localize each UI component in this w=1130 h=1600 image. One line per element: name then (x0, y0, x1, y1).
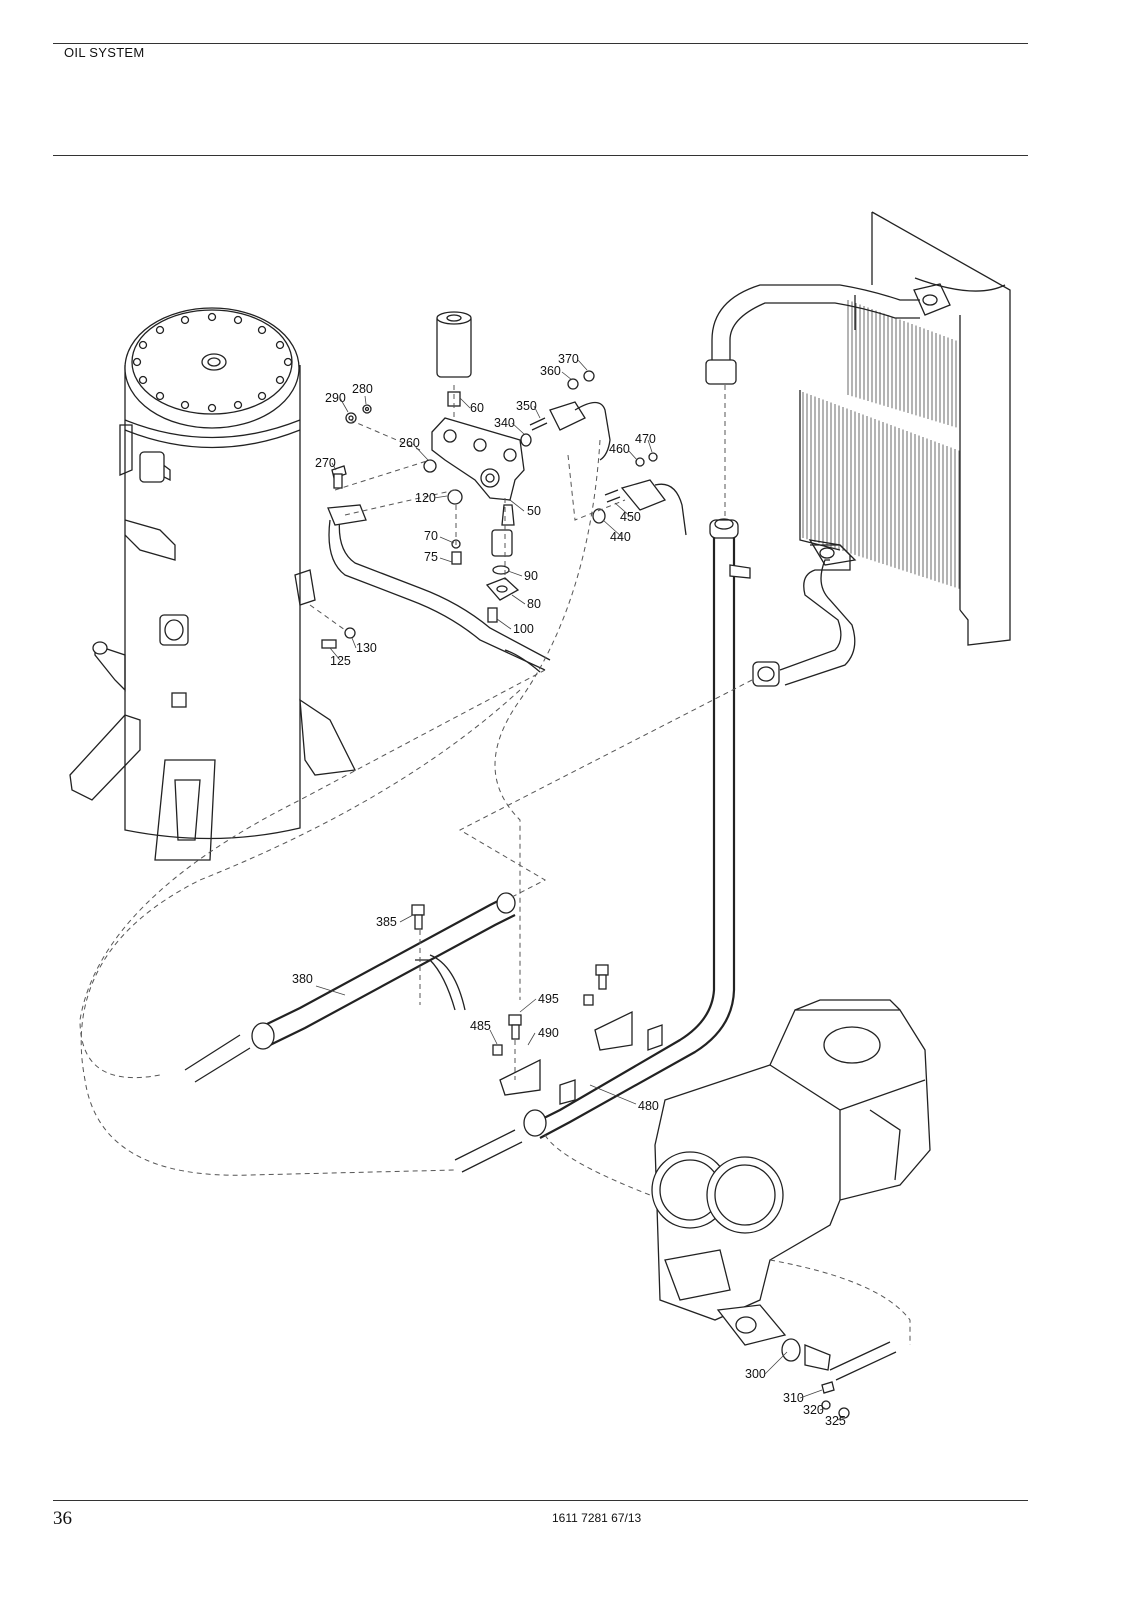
callout-90: 90 (524, 569, 538, 583)
cooler-upper-pipe (705, 283, 951, 385)
callout-360: 360 (540, 364, 561, 378)
oil-filter-housing (431, 391, 525, 557)
callout-490: 490 (538, 1026, 559, 1040)
callout-120: 120 (415, 491, 436, 505)
vessel-cover-bolts (132, 312, 293, 413)
callout-60: 60 (470, 401, 484, 415)
callout-320: 320 (803, 1403, 824, 1417)
pipe-380 (251, 892, 516, 1050)
callout-460: 460 (609, 442, 630, 456)
callout-80: 80 (527, 597, 541, 611)
separator-outlet-pipe (327, 504, 551, 673)
section-title: OIL SYSTEM (64, 45, 145, 60)
header-bottom-rule (53, 155, 1028, 156)
callout-300: 300 (745, 1367, 766, 1381)
callout-485: 485 (470, 1019, 491, 1033)
connection-lines (79, 385, 911, 1345)
footer-rule (53, 1500, 1028, 1501)
callout-440: 440 (610, 530, 631, 544)
callout-310: 310 (783, 1391, 804, 1405)
callout-75: 75 (424, 550, 438, 564)
header-top-rule (53, 43, 1028, 44)
callout-130: 130 (356, 641, 377, 655)
callout-385: 385 (376, 915, 397, 929)
compressor-element (651, 999, 931, 1419)
oil-cooler (799, 211, 1011, 646)
callout-280: 280 (352, 382, 373, 396)
callout-380: 380 (292, 972, 313, 986)
leader-lines (315, 359, 843, 1421)
callout-470: 470 (635, 432, 656, 446)
oil-separator-vessel (69, 307, 356, 861)
callout-125: 125 (330, 654, 351, 668)
page-number: 36 (53, 1508, 72, 1529)
cooler-lower-pipe (752, 539, 857, 687)
delivery-pipe-480 (523, 518, 751, 1139)
cooler-fins (802, 300, 960, 589)
callout-495: 495 (538, 992, 559, 1006)
callout-370: 370 (558, 352, 579, 366)
callout-480: 480 (638, 1099, 659, 1113)
callout-270: 270 (315, 456, 336, 470)
callout-350: 350 (516, 399, 537, 413)
document-number: 1611 7281 67/13 (552, 1511, 642, 1525)
callout-325: 325 (825, 1414, 846, 1428)
callout-260: 260 (399, 436, 420, 450)
callout-50: 50 (527, 504, 541, 518)
mounting-brackets (411, 904, 663, 1105)
callout-70: 70 (424, 529, 438, 543)
flexible-hoses (184, 1034, 897, 1381)
callout-340: 340 (494, 416, 515, 430)
oil-filter-cartridge (436, 311, 472, 378)
callout-100: 100 (513, 622, 534, 636)
callout-labels: 50 60 70 75 80 90 100 120 125 130 260 27… (292, 352, 846, 1428)
callout-290: 290 (325, 391, 346, 405)
